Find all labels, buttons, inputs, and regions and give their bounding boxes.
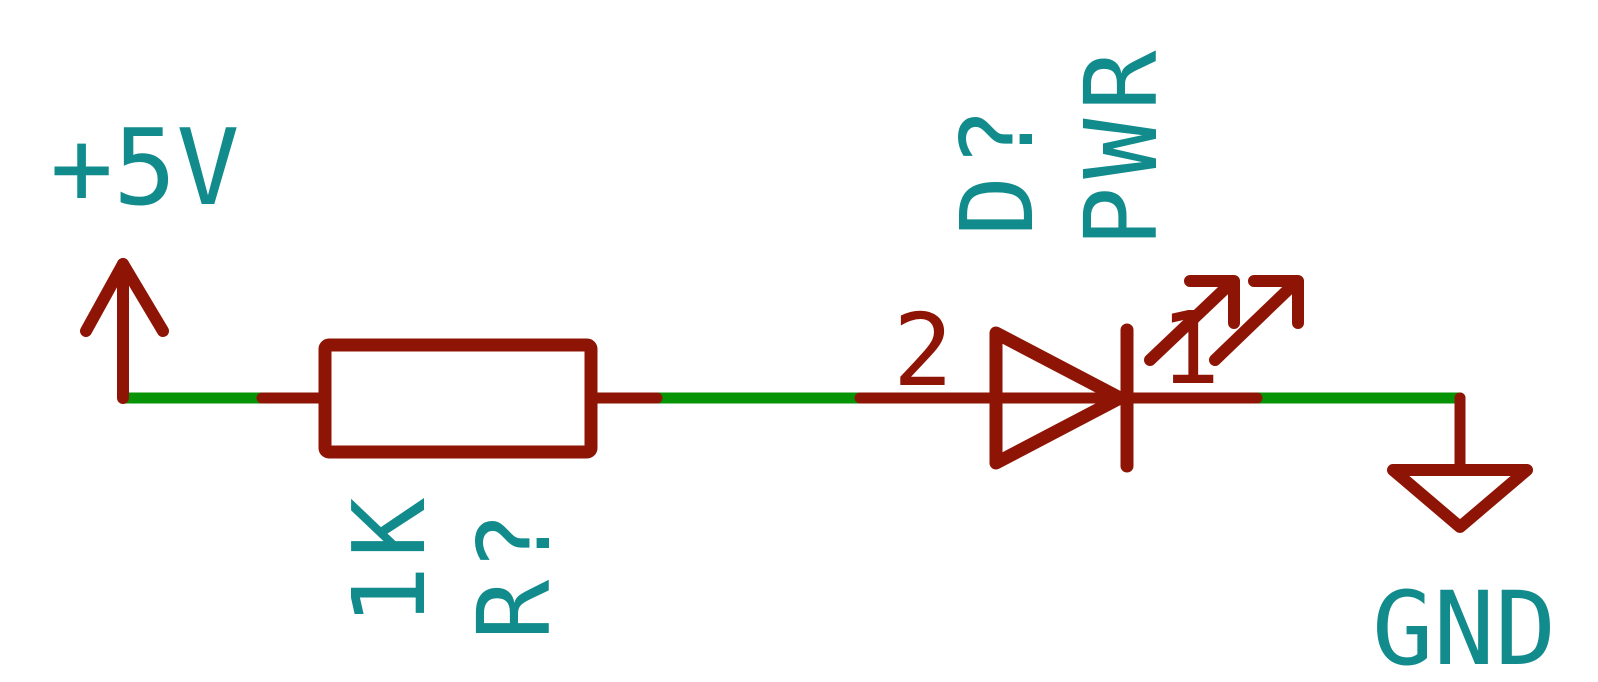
power-net-label[interactable]: +5V (50, 107, 240, 229)
ground-triangle (1387, 464, 1533, 533)
power-arrow-right-barb (117, 258, 169, 337)
led-reference-label[interactable]: D? (939, 100, 1056, 236)
led-emission-arrow-2-head (1248, 275, 1304, 329)
led-pin-number-2: 2 (893, 292, 953, 409)
led-pin-number-1: 1 (1160, 290, 1220, 407)
resistor-reference-label[interactable]: R? (456, 504, 573, 640)
led-value-label[interactable]: PWR (1063, 42, 1180, 247)
resistor-value-label[interactable]: 1K (331, 490, 448, 626)
led-emission-arrow-1-shaft (1144, 278, 1236, 366)
resistor-body (318, 338, 598, 459)
power-arrow-left-barb (80, 258, 129, 337)
power-flag-symbol[interactable]: +5V (50, 107, 240, 404)
led-anode-triangle (989, 326, 1127, 470)
led-emission-arrow-2-shaft (1209, 278, 1300, 366)
ground-symbol[interactable]: GND (1372, 392, 1556, 682)
led-symbol[interactable]: 2 1 D? PWR (854, 42, 1304, 473)
led-emission-arrow-1-head (1184, 275, 1240, 329)
resistor-symbol[interactable]: 1K R? (256, 338, 663, 640)
ground-net-label[interactable]: GND (1372, 570, 1556, 682)
